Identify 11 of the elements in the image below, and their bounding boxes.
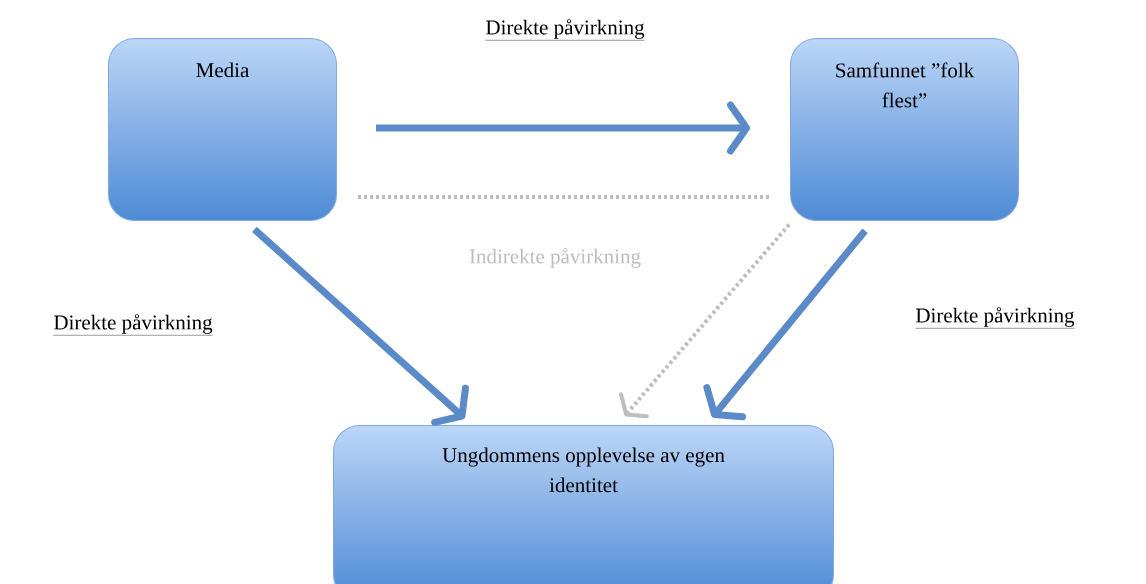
process-box: Ungdommens opplevelse av egen identitet [333,425,834,584]
edge-label: Direkte påvirkning [483,17,647,43]
edge-label: Indirekte påvirkning [467,246,643,270]
connector-line [358,195,770,199]
edge-label: Direkte påvirkning [913,305,1077,331]
process-box: Samfunnet ”folk flest” [790,38,1019,221]
process-box: Media [108,38,337,221]
arrow [619,223,791,419]
arrow [252,226,469,426]
arrow [703,228,868,421]
edge-label: Direkte påvirkning [51,312,215,338]
